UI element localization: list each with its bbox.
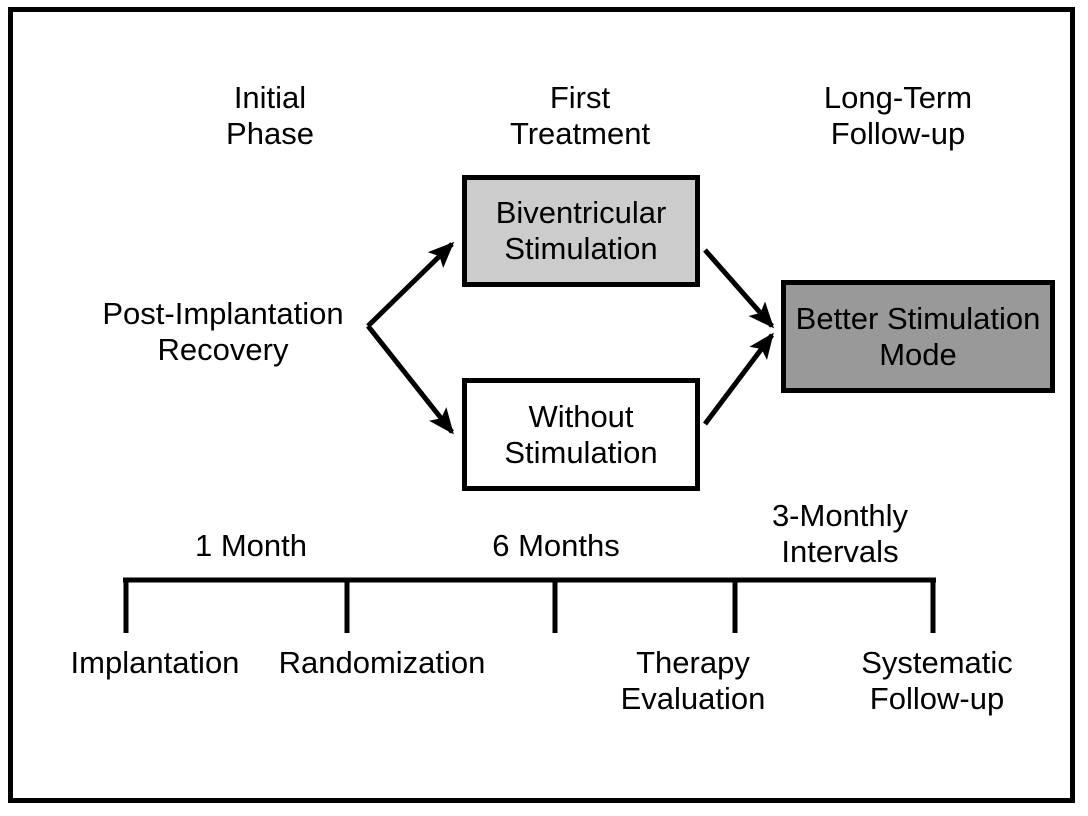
timeline-event-randomization: Randomization (278, 645, 486, 680)
node-biventricular-stimulation[interactable]: Biventricular Stimulation (462, 175, 700, 287)
timeline-interval-1-month: 1 Month (194, 528, 307, 563)
timeline-event-implantation: Implantation (70, 645, 240, 680)
node-post-implantation-recovery: Post-Implantation Recovery (102, 296, 344, 367)
column-header-first-treatment: First Treatment (509, 80, 651, 151)
timeline-event-therapy-evaluation: Therapy Evaluation (620, 645, 766, 716)
timeline-interval-6-months: 6 Months (492, 528, 620, 563)
figure-border (8, 7, 1075, 803)
node-better-stimulation-mode[interactable]: Better Stimulation Mode (781, 280, 1055, 393)
column-header-initial-phase: Initial Phase (226, 80, 314, 151)
node-without-stimulation[interactable]: Without Stimulation (462, 378, 700, 491)
timeline-event-systematic-follow-up: Systematic Follow-up (861, 645, 1013, 716)
timeline-interval-3-monthly: 3-Monthly Intervals (771, 498, 909, 569)
column-header-long-term-follow-up: Long-Term Follow-up (823, 80, 973, 151)
